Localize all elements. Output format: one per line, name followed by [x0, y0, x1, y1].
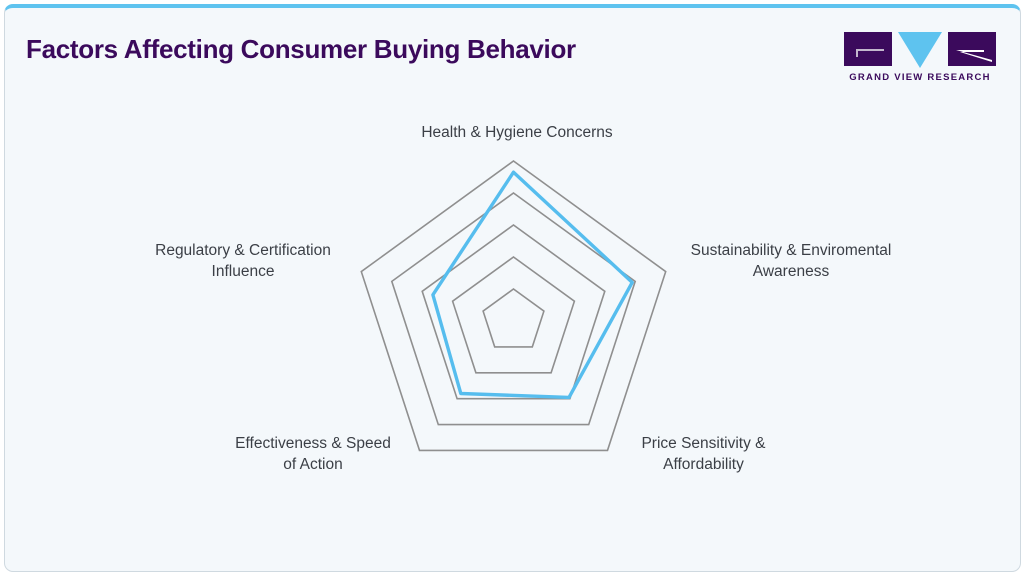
axis-label-effectiveness: Effectiveness & Speed of Action — [235, 435, 391, 473]
page-title: Factors Affecting Consumer Buying Behavi… — [26, 34, 576, 64]
radar-chart: Health & Hygiene Concerns Sustainability… — [5, 94, 1020, 571]
axis-label-regulatory: Regulatory & Certification Influence — [155, 242, 331, 280]
axis-label-health-hygiene: Health & Hygiene Concerns — [421, 124, 613, 141]
axis-label-price-sensitivity: Price Sensitivity & Affordability — [641, 435, 766, 473]
series-polygon-0 — [431, 170, 634, 400]
grid-ring-5 — [360, 160, 667, 452]
radar-series-influence — [431, 170, 634, 400]
axis-label-sustainability: Sustainability & Enviromental Awareness — [690, 242, 892, 280]
chart-card: Factors Affecting Consumer Buying Behavi… — [4, 4, 1021, 572]
radar-plot-svg — [360, 160, 667, 452]
logo-wordmark: GRAND VIEW RESEARCH — [849, 72, 991, 83]
radar-grid — [360, 160, 667, 452]
grid-ring-2 — [451, 256, 576, 374]
grid-ring-3 — [421, 224, 606, 400]
grand-view-research-logo: GRAND VIEW RESEARCH — [844, 30, 996, 84]
header: Factors Affecting Consumer Buying Behavi… — [5, 8, 1020, 94]
logo-mark-icon — [844, 32, 996, 68]
grid-ring-1 — [482, 288, 545, 348]
